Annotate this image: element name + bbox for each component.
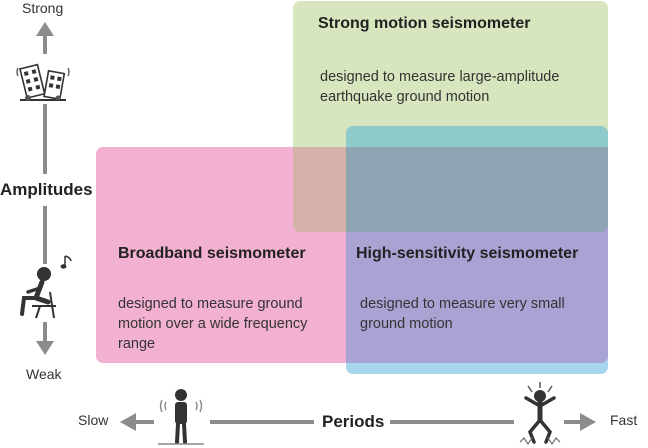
y-axis-label: Amplitudes — [0, 180, 93, 199]
broadband-title: Broadband seismometer — [118, 245, 306, 262]
high-sensitivity-description: designed to measure very small ground mo… — [360, 296, 565, 332]
x-axis-line-left-stub — [136, 420, 154, 424]
y-axis-line-upper — [43, 36, 47, 54]
strong-motion-title: Strong motion seismometer — [318, 15, 531, 32]
y-axis-line-middle — [43, 104, 47, 174]
triple-overlap — [346, 147, 608, 232]
x-axis-line-right — [390, 420, 514, 424]
x-axis-line-right-stub — [564, 420, 582, 424]
x-axis-right-label: Fast — [610, 412, 638, 428]
swaying-person-icon — [158, 389, 204, 445]
collapsing-buildings-icon — [16, 63, 70, 101]
y-axis-line-lower — [43, 206, 47, 264]
y-axis-top-label: Strong — [22, 0, 64, 16]
x-axis-right-arrow — [580, 413, 596, 431]
strong-motion-description: designed to measure large-amplitude eart… — [320, 69, 560, 105]
person-listening-music-icon — [20, 267, 56, 319]
music-note-icon — [60, 255, 72, 269]
y-axis-up-arrow — [36, 22, 54, 36]
x-axis-left-arrow — [120, 413, 136, 431]
x-axis-label: Periods — [322, 412, 385, 431]
high-sensitivity-title: High-sensitivity seismometer — [356, 245, 579, 262]
y-axis-down-arrow — [36, 341, 54, 355]
x-axis-left-label: Slow — [78, 412, 109, 428]
broadband-description: designed to measure ground motion over a… — [118, 296, 308, 352]
y-axis-bottom-label: Weak — [26, 366, 62, 382]
shaking-person-icon — [519, 382, 561, 446]
x-axis-line-left — [210, 420, 314, 424]
broadband-strong-overlap — [293, 147, 346, 232]
y-axis-line-bottom — [43, 322, 47, 342]
